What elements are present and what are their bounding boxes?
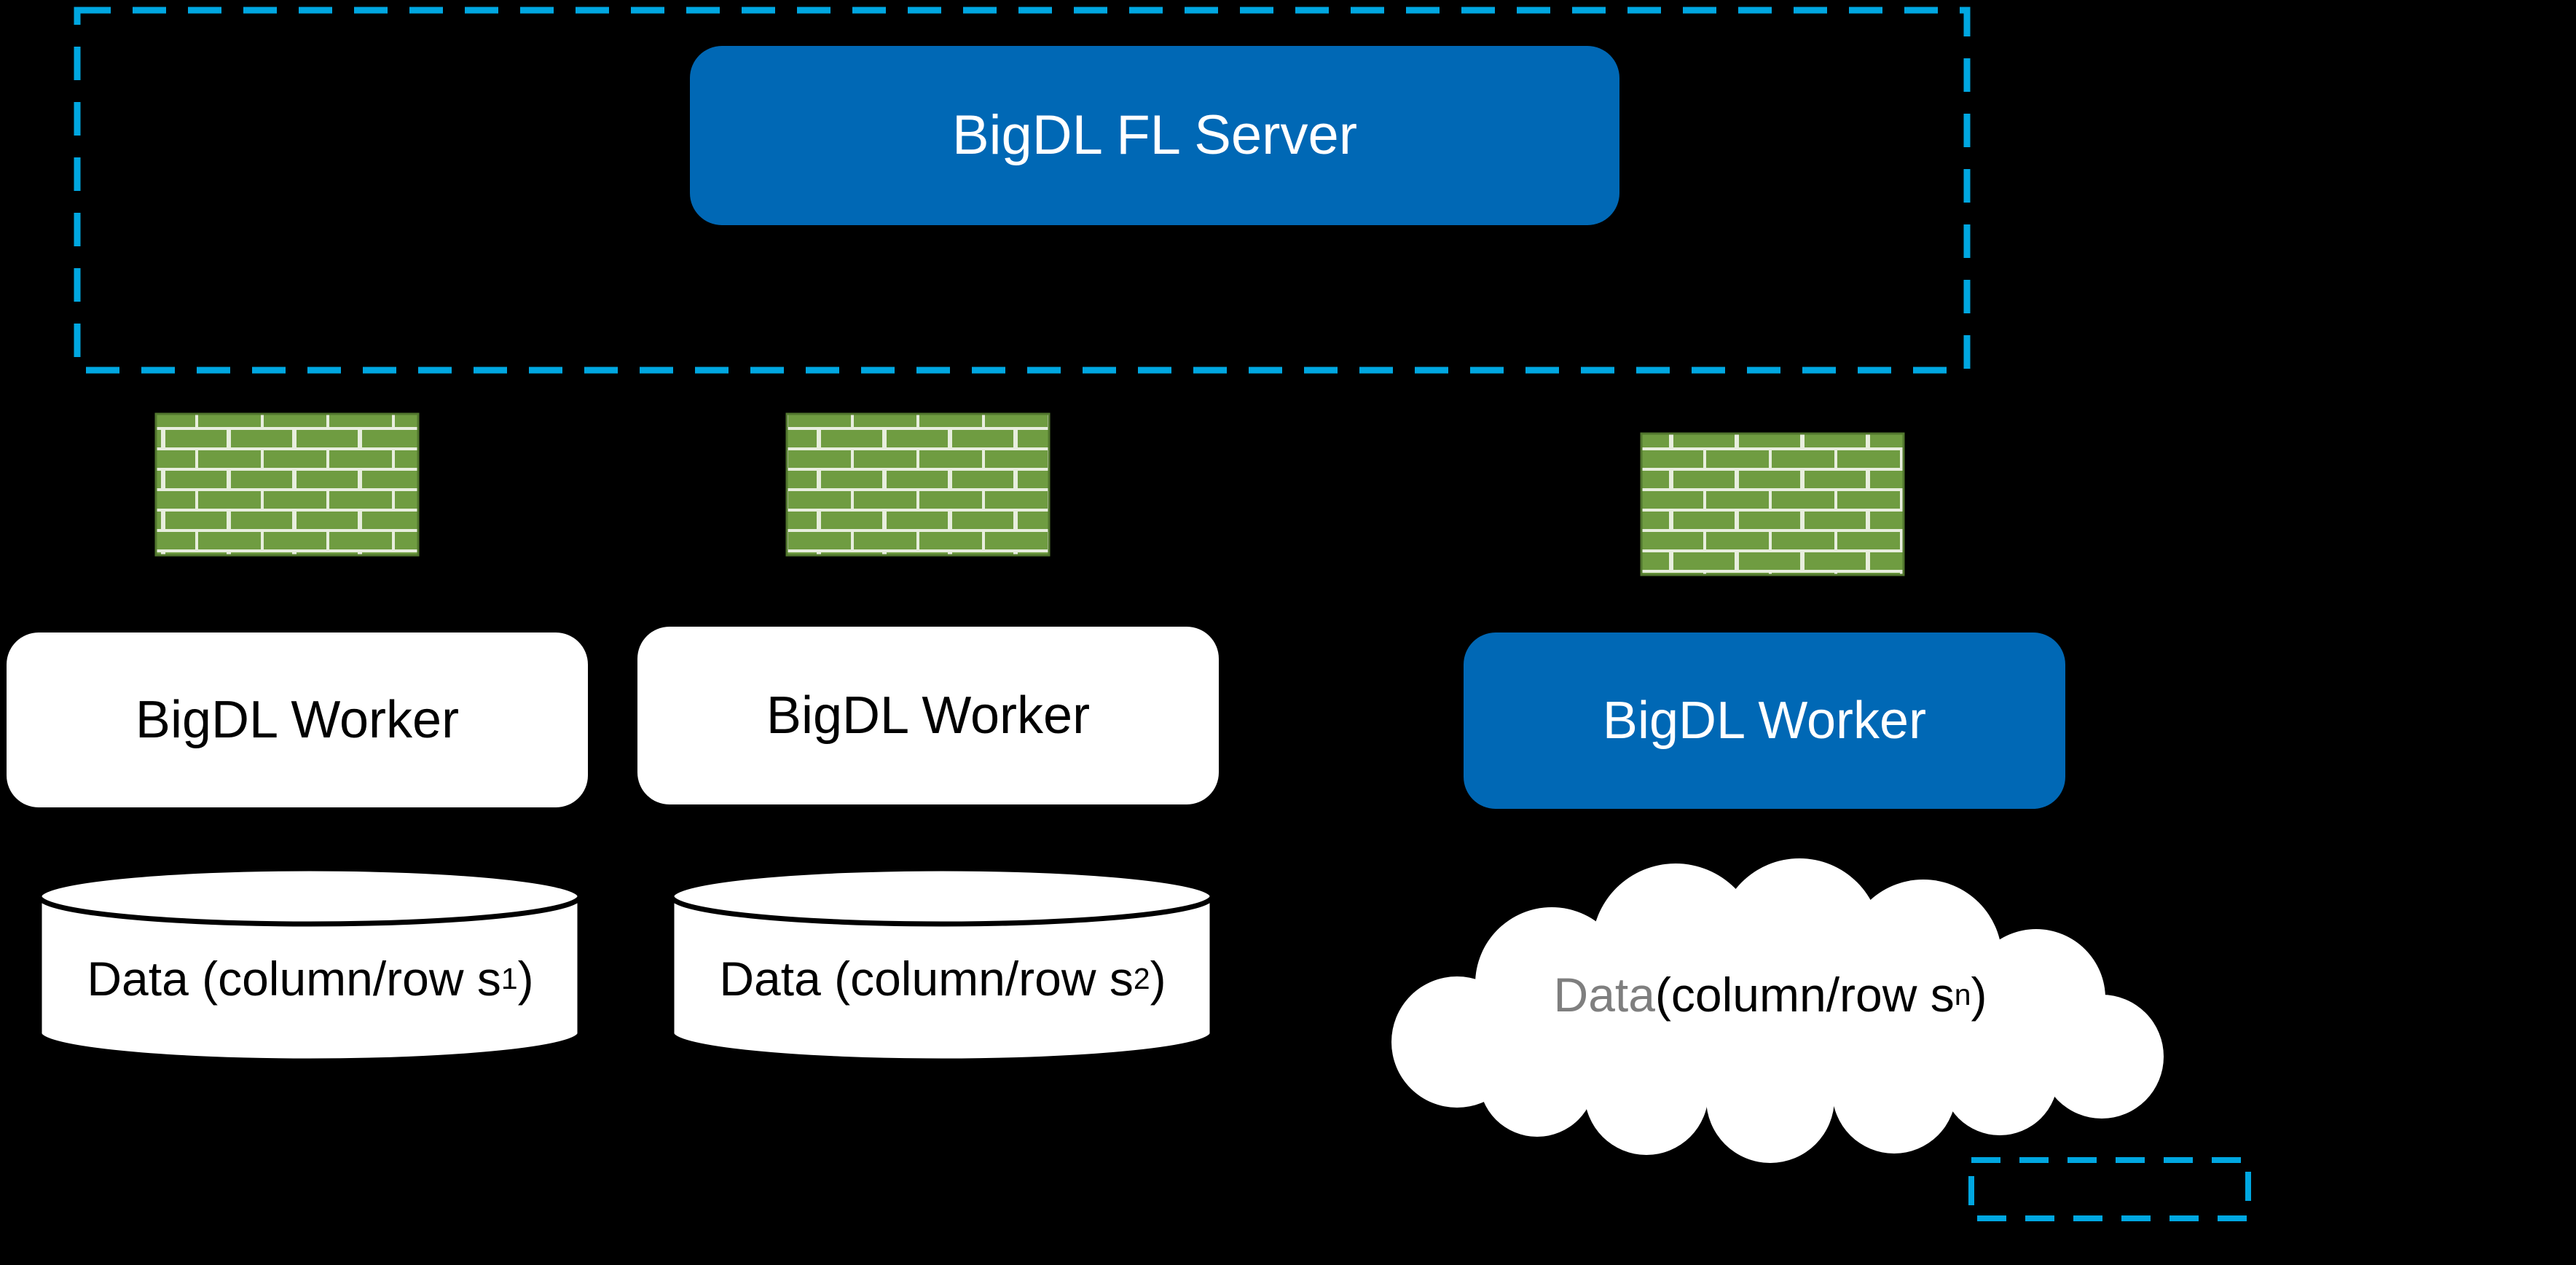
cloud-icon (1391, 858, 2164, 1163)
bigdl-worker-box-1: BigDL Worker (7, 632, 588, 807)
datastore-label-text: (column/row s (1654, 968, 1955, 1022)
datastore-label-subscript: n (1954, 977, 1971, 1011)
datastore-label-text: Data (column/row s (87, 952, 501, 1006)
database-cylinder-icon (36, 866, 583, 1064)
server-zone-dashed-border (74, 7, 1971, 374)
datastore-label-suffix: ) (517, 952, 534, 1006)
bigdl-worker-box-3: BigDL Worker (1464, 632, 2065, 809)
legend-dashed-box (1968, 1157, 2251, 1221)
datastore-label-subscript: 2 (1133, 961, 1150, 995)
bigdl-worker-label: BigDL Worker (766, 686, 1091, 745)
bigdl-worker-label: BigDL Worker (135, 691, 460, 749)
bigdl-worker-label: BigDL Worker (1602, 692, 1927, 750)
datastore-label-suffix: ) (1150, 952, 1166, 1006)
fl-server-label: BigDL FL Server (951, 104, 1358, 166)
bigdl-worker-box-2: BigDL Worker (637, 627, 1219, 804)
datastore-label-text: Data (column/row s (719, 952, 1134, 1006)
datastore-label-suffix: ) (1971, 968, 1987, 1022)
database-cylinder-icon (669, 866, 1215, 1064)
firewall-icon (154, 412, 420, 557)
firewall-icon (785, 412, 1051, 557)
datastore-label-text-gray: Data (1553, 968, 1655, 1022)
datastore-label-subscript: 1 (500, 961, 518, 995)
fl-server-box: BigDL FL Server (690, 46, 1619, 225)
firewall-icon (1640, 432, 1905, 576)
